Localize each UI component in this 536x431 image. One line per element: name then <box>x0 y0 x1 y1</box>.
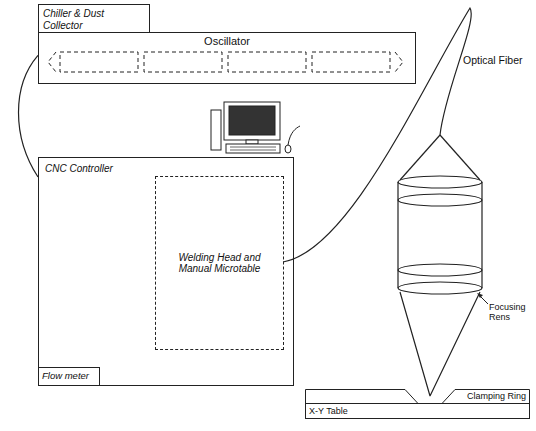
focusing-lens <box>398 135 482 396</box>
node-text: Flow meter <box>42 371 96 382</box>
optical-fiber <box>283 8 471 262</box>
fiber-label: Optical Fiber <box>463 54 523 66</box>
cable-connector <box>19 55 39 177</box>
oscillator-box: Oscillator <box>38 32 416 84</box>
node-text: Oscillator <box>39 35 415 48</box>
node-text: Chiller & Dust Collector <box>43 8 145 31</box>
node-text: CNC Controller <box>45 163 287 175</box>
resonator <box>48 52 403 72</box>
controller-box: CNC ControllerWelding Head and Manual Mi… <box>38 157 294 386</box>
lens-label: Focusing Rens <box>489 302 533 323</box>
node-text: Welding Head and Manual Microtable <box>170 252 269 275</box>
node-text: X-Y Table <box>309 406 526 416</box>
flow-meter-box: Flow meter <box>38 367 100 386</box>
welding-head-box: Welding Head and Manual Microtable <box>155 176 284 350</box>
computer-icon <box>211 102 300 153</box>
unit-box: Chiller & Dust Collector <box>38 4 150 33</box>
leader-arrow <box>477 293 483 298</box>
node-text: Clamping Ring <box>305 391 526 401</box>
clamping-ring: Clamping Ring <box>305 389 530 404</box>
xy-table: X-Y Table <box>305 403 530 419</box>
